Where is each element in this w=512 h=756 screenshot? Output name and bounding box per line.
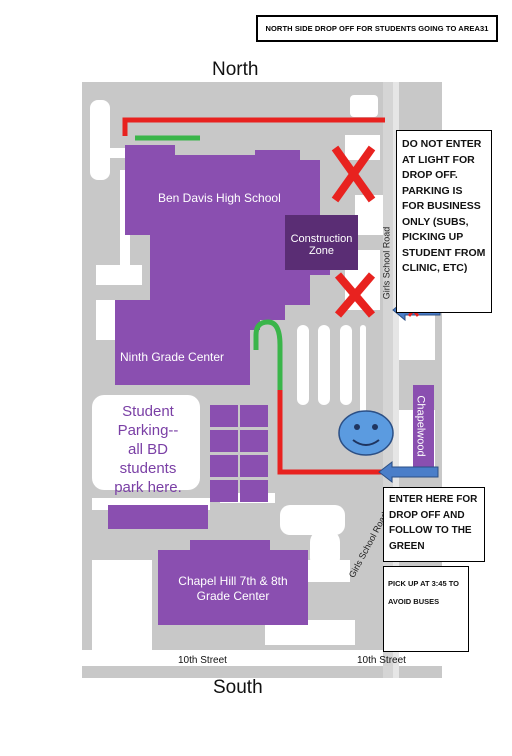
parking-line1: Student (122, 403, 174, 420)
tenth-street-left: 10th Street (178, 655, 227, 666)
student-parking-label: Student Parking-- all BD students park h… (100, 402, 196, 497)
chapel-hill-label-line1: Chapel Hill 7th & 8th (178, 574, 288, 588)
ninth-grade-label: Ninth Grade Center (120, 350, 225, 364)
parking-line3: all BD (127, 441, 168, 458)
no-entry-x-icon (331, 145, 376, 203)
no-enter-note: DO NOT ENTER AT LIGHT FOR DROP OFF. PARK… (396, 130, 492, 313)
enter-here-note: ENTER HERE FOR DROP OFF AND FOLLOW TO TH… (383, 487, 485, 562)
compass-south: South (213, 677, 263, 698)
parking-line2: Parking-- (117, 422, 179, 439)
map-title: NORTH SIDE DROP OFF FOR STUDENTS GOING T… (256, 15, 498, 42)
parking-loops (290, 318, 368, 480)
no-entry-x-icon (334, 272, 376, 318)
red-route-north (122, 117, 385, 136)
green-route-south (253, 319, 283, 390)
compass-north: North (212, 59, 259, 80)
construction-label-line1: Construction (290, 233, 353, 245)
construction-zone (285, 215, 358, 270)
chapelwood-block (413, 385, 434, 467)
construction-label-line2: Zone (308, 245, 335, 257)
chapel-hill-grade-center (158, 540, 308, 625)
tenth-street-right: 10th Street (357, 655, 406, 666)
arrow-left-icon (378, 460, 439, 484)
ben-davis-high-school (125, 145, 330, 330)
parking-line5: park here. (114, 479, 182, 496)
campus-map (82, 82, 442, 678)
chapel-hill-label-line2: Grade Center (196, 589, 270, 603)
pick-up-note: PICK UP AT 3:45 TO AVOID BUSES (383, 566, 469, 652)
student-parking-lot (108, 405, 268, 529)
girls-school-road (383, 82, 393, 678)
chapelwood-label: Chapelwood (414, 395, 427, 457)
smiley-face-icon (338, 410, 394, 456)
parking-line4: students (119, 460, 177, 477)
girls-school-road-upper: Girls School Road (381, 226, 392, 300)
ninth-grade-center (115, 300, 250, 385)
construction-label: Construction Zone (285, 233, 358, 257)
red-route-south (277, 390, 385, 475)
chapel-hill-label: Chapel Hill 7th & 8th Grade Center (158, 574, 308, 604)
high-school-label: Ben Davis High School (158, 191, 281, 205)
